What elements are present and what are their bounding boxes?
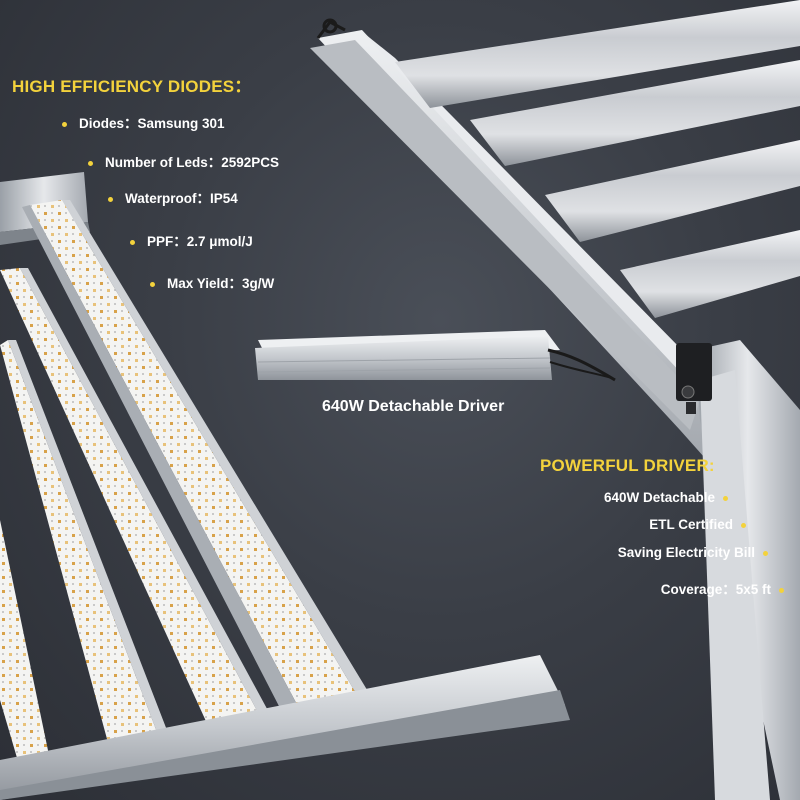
spec-etl-certified-text: ETL Certified xyxy=(649,517,733,532)
spec-number-of-leds: Number of Leds：2592PCS xyxy=(88,151,279,171)
spec-640w-detachable: 640W Detachable xyxy=(604,490,728,505)
spec-diodes-text: Diodes：Samsung 301 xyxy=(79,116,225,131)
spec-max-yield: Max Yield：3g/W xyxy=(150,272,274,292)
spec-coverage-text: Coverage：5x5 ft xyxy=(660,582,771,597)
bullet-icon xyxy=(62,121,67,127)
spec-ppf: PPF：2.7 μmol/J xyxy=(130,230,253,250)
bullet-icon xyxy=(723,495,728,501)
spec-diodes: Diodes：Samsung 301 xyxy=(62,112,225,132)
bullet-icon xyxy=(150,281,155,287)
spec-coverage: Coverage：5x5 ft xyxy=(661,578,784,598)
powerful-driver-heading: POWERFUL DRIVER: xyxy=(540,456,715,475)
spec-waterproof-text: Waterproof：IP54 xyxy=(125,191,238,206)
spec-waterproof: Waterproof：IP54 xyxy=(108,187,238,207)
bullet-icon xyxy=(779,587,784,593)
spec-max-yield-text: Max Yield：3g/W xyxy=(167,276,275,291)
bullet-icon xyxy=(108,196,113,202)
spec-640w-detachable-text: 640W Detachable xyxy=(603,490,715,505)
high-efficiency-heading: HIGH EFFICIENCY DIODES： xyxy=(12,77,252,96)
spec-saving-electricity-text: Saving Electricity Bill xyxy=(617,545,755,560)
bullet-icon xyxy=(741,522,746,528)
bullet-icon xyxy=(88,160,93,166)
spec-etl-certified: ETL Certified xyxy=(649,517,746,532)
driver-label: 640W Detachable Driver xyxy=(322,398,505,415)
spec-number-of-leds-text: Number of Leds：2592PCS xyxy=(105,155,280,170)
spec-ppf-text: PPF：2.7 μmol/J xyxy=(147,234,253,249)
spec-saving-electricity: Saving Electricity Bill xyxy=(618,545,768,560)
bullet-icon xyxy=(763,550,768,556)
bullet-icon xyxy=(130,239,135,245)
